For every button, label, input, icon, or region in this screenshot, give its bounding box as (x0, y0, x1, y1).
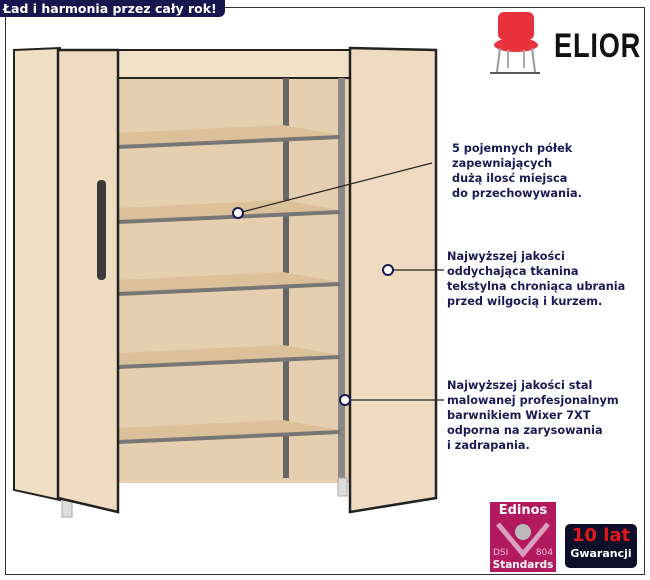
warranty-badge: 10 lat Gwarancji (565, 524, 637, 568)
shelf-rod (117, 430, 341, 444)
left-door (56, 48, 120, 514)
brand-logo: ELIOR (554, 27, 642, 65)
door-handle (97, 180, 106, 280)
shelf-rod (117, 282, 341, 296)
edinos-standards: Standards (492, 559, 554, 571)
edinos-number: 804 (535, 548, 553, 558)
shelf-rod (117, 355, 341, 369)
feature-fabric: Najwyższej jakości oddychająca tkanina t… (447, 250, 626, 308)
warranty-years: 10 lat (571, 525, 631, 546)
shelf-rod (117, 210, 341, 224)
shelf (118, 125, 340, 147)
warranty-label: Gwarancji (570, 547, 632, 560)
callout-dot (232, 207, 244, 219)
right-door (348, 46, 438, 514)
shelf (118, 345, 340, 367)
shelves (117, 125, 341, 444)
feature-steel: Najwyższej jakości stal malowanej profes… (447, 379, 619, 452)
callout-dot (382, 264, 394, 276)
edinos-dsi: DSI (493, 548, 509, 558)
left-side-panel (13, 46, 61, 502)
leg (337, 477, 348, 497)
tagline-tab: Ład i harmonia przez cały rok! (0, 0, 225, 17)
steel-pole (338, 78, 345, 478)
shelf-rod (117, 135, 341, 149)
wardrobe-top (111, 49, 358, 79)
check-icon (496, 522, 550, 558)
feature-shelves: 5 pojemnych półek zapewniających dużą il… (452, 142, 582, 200)
callout-dot (339, 394, 351, 406)
red-chair-icon (490, 12, 540, 74)
edinos-title: Edinos (498, 503, 548, 518)
shelf (118, 420, 340, 442)
shelf (118, 200, 340, 222)
shelf (118, 272, 340, 294)
frame (5, 7, 645, 575)
edinos-badge: Edinos DSI 804 Standards (490, 502, 556, 572)
